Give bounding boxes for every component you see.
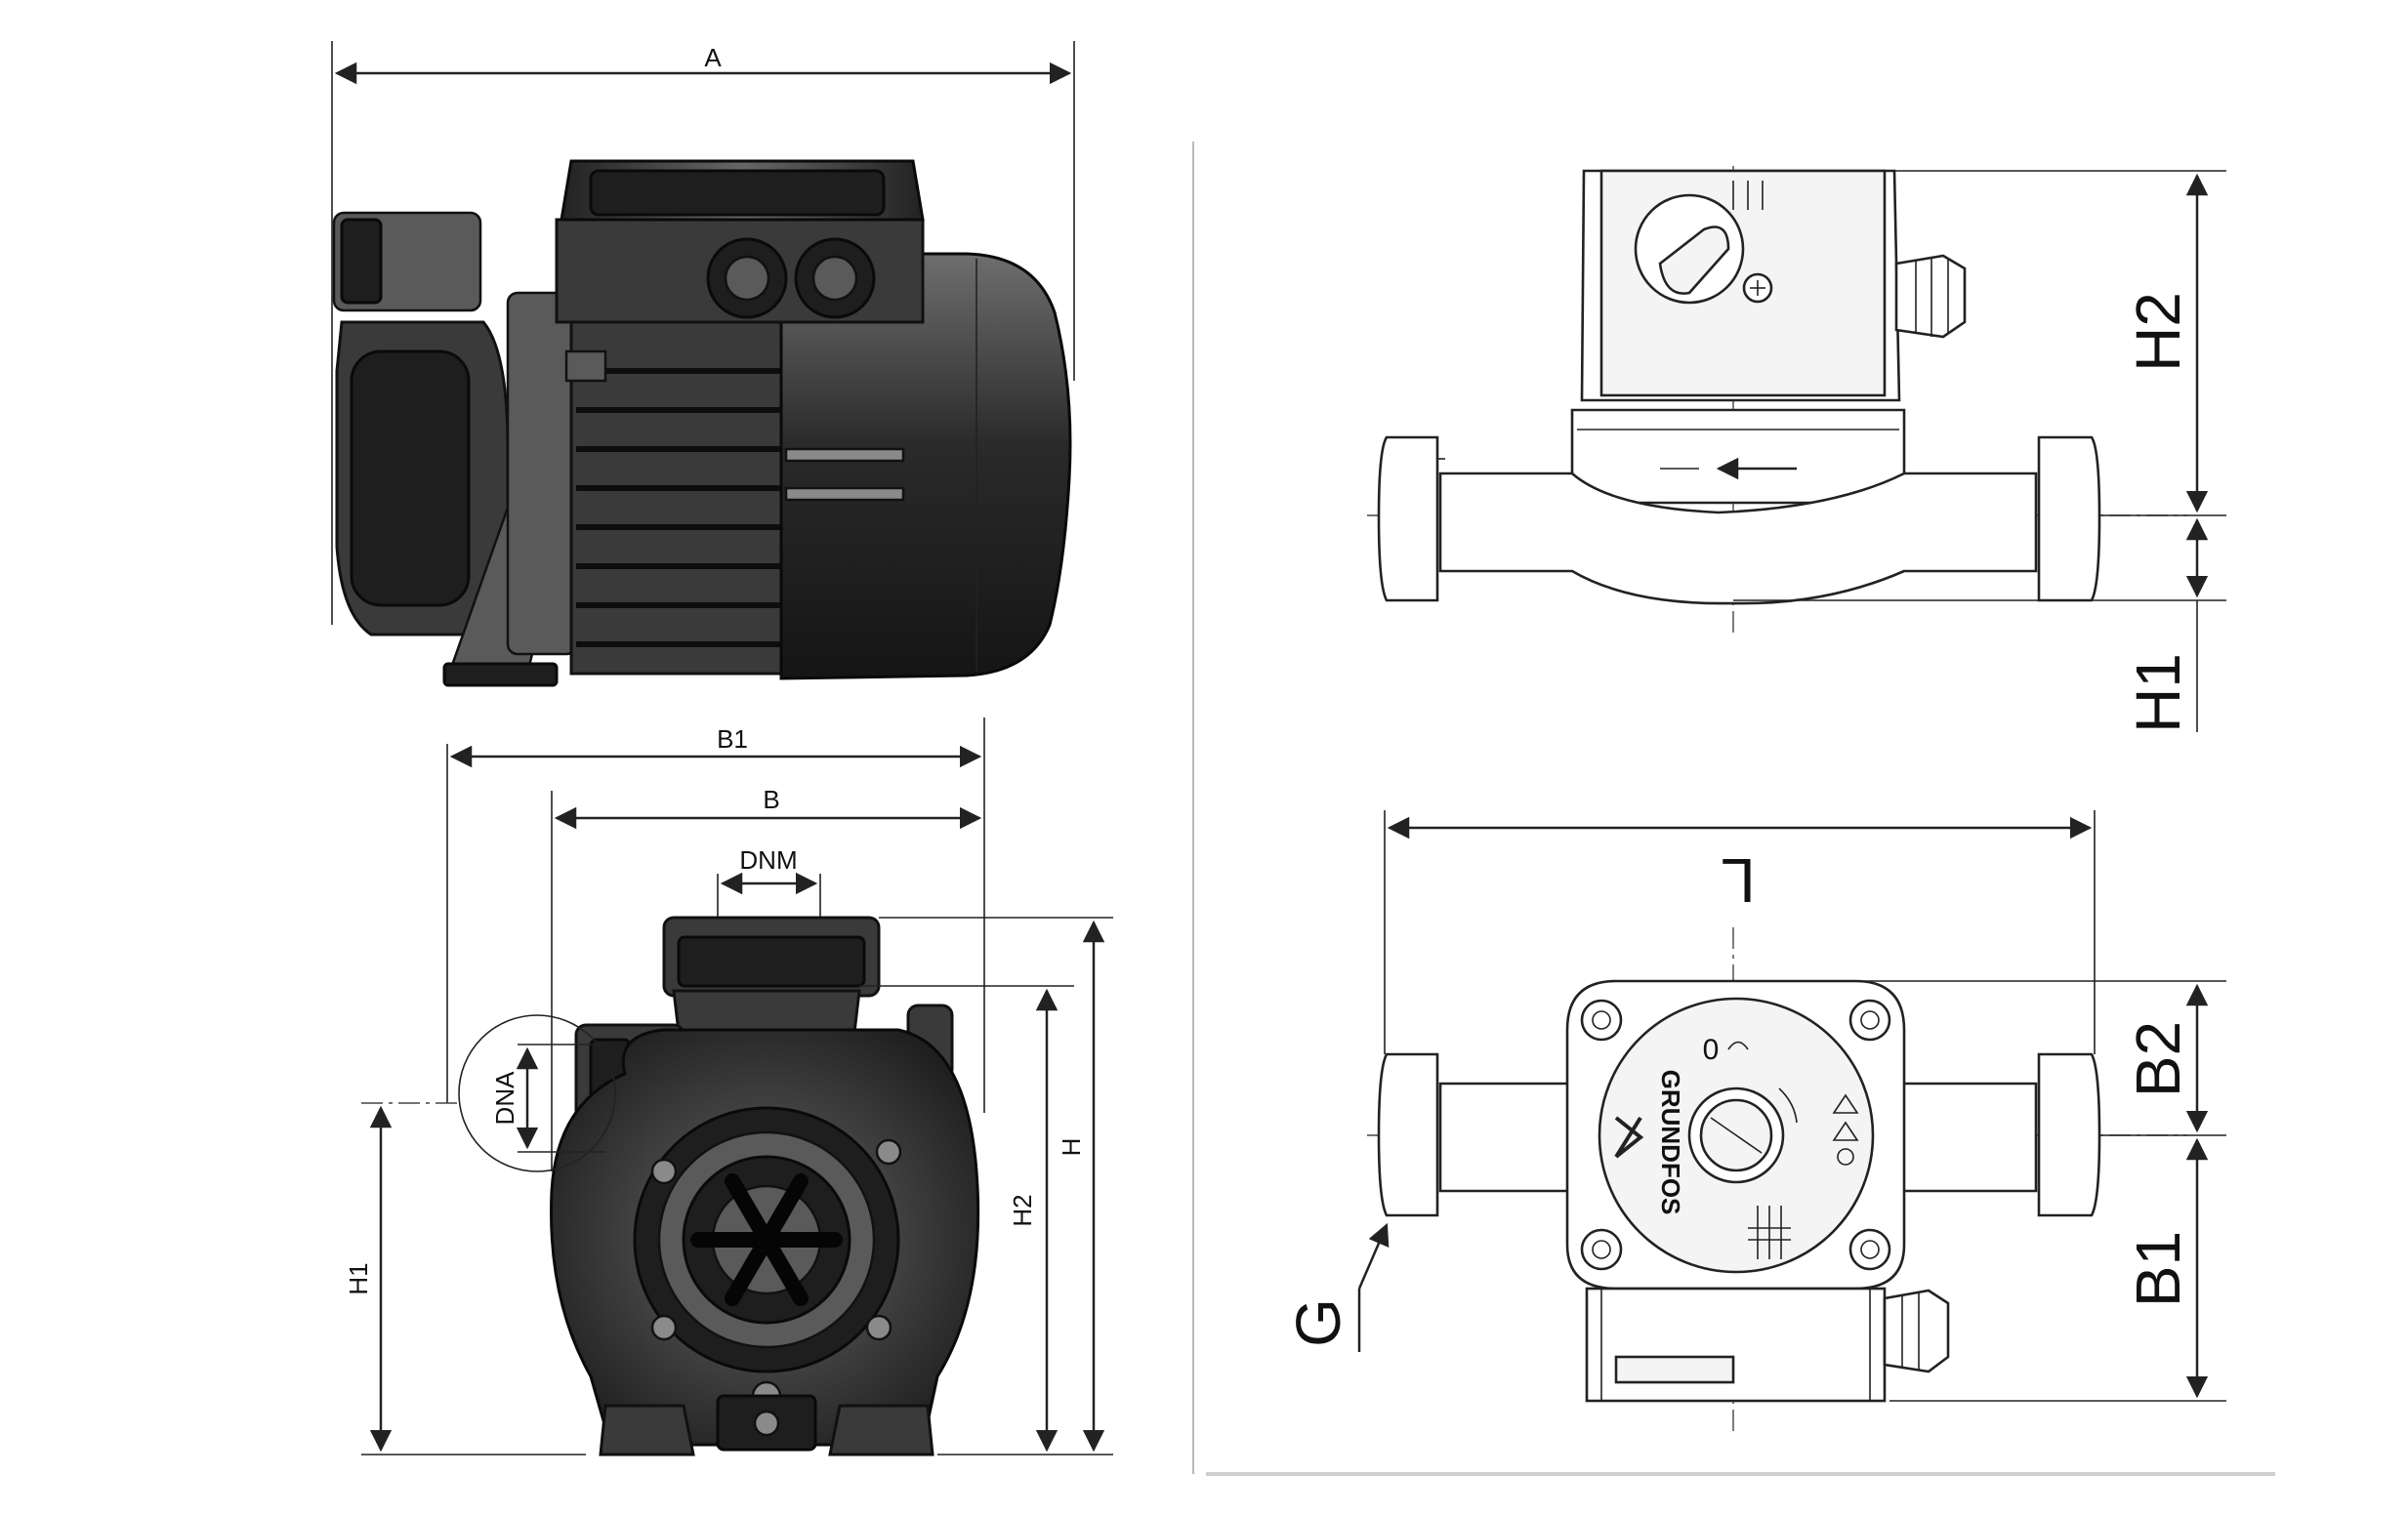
dim-label-h-left: H <box>1057 1138 1086 1157</box>
dim-label-dnm: DNM <box>739 845 797 875</box>
dim-label-h2-left: H2 <box>1008 1194 1037 1226</box>
dim-label-b1-left: B1 <box>717 724 748 754</box>
dim-label-h2-right: H2 <box>2123 292 2193 372</box>
dim-label-h1-left: H1 <box>344 1262 373 1294</box>
right-top-view: L GRUNDFOS 0 <box>1283 810 2226 1435</box>
dim-label-g: G <box>1283 1298 1353 1347</box>
inlet-flange-top <box>1377 1052 1439 1217</box>
rotation-arrow-icon <box>1778 1087 1798 1124</box>
cable-gland-top <box>1883 1289 1950 1374</box>
left-front-view: B1 B DNM <box>344 718 1113 1456</box>
brand-logo-icon <box>1614 1116 1644 1159</box>
stator-housing <box>1570 408 1906 505</box>
motor-fins <box>576 368 786 647</box>
fan-icon <box>1727 1041 1749 1050</box>
outlet-flange-top <box>2037 1052 2101 1217</box>
outlet-flange-side <box>2037 435 2101 602</box>
dim-label-b-left: B <box>763 785 779 814</box>
dim-label-b1-right: B1 <box>2123 1231 2193 1307</box>
dim-label-dna: DNA <box>490 1071 519 1126</box>
brand-label: GRUNDFOS <box>1656 1070 1685 1215</box>
terminal-box-top <box>1585 1287 1887 1403</box>
impeller-star <box>690 1173 843 1306</box>
dim-label-h1-right: H1 <box>2123 653 2193 733</box>
right-side-view: H2 H1 <box>1367 166 2226 733</box>
dim-label-a: A <box>704 43 722 72</box>
dna-callout-circle <box>458 1014 616 1172</box>
motor-body <box>779 252 1072 680</box>
vent-marking-icon <box>1748 1206 1791 1259</box>
pump-body-side <box>1438 472 2038 605</box>
dim-label-l: L <box>1721 845 1756 916</box>
dim-label-b2-right: B2 <box>2123 1021 2193 1097</box>
left-side-view: A <box>331 41 1075 687</box>
inlet-flange-side <box>1377 435 1439 602</box>
cable-gland-right-side <box>1894 254 1967 339</box>
dial-zero-label: 0 <box>1703 1034 1720 1066</box>
warning-icons <box>1832 1093 1859 1166</box>
pump-feet <box>599 1404 695 1456</box>
